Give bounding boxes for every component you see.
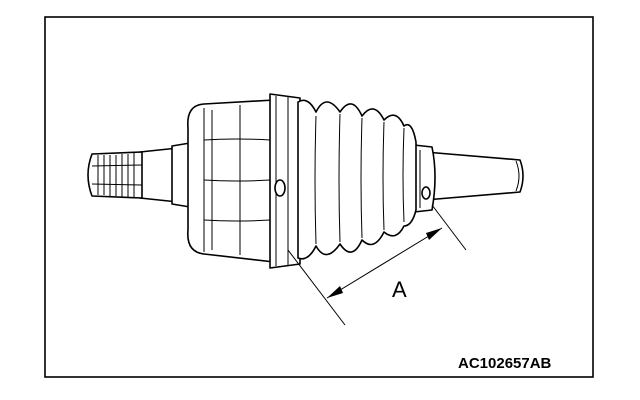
boot-band-large bbox=[269, 93, 301, 269]
dimension-a: A bbox=[287, 204, 467, 326]
dimension-label: A bbox=[392, 277, 407, 302]
diagram-frame bbox=[44, 16, 594, 378]
boot-band-small bbox=[413, 144, 436, 213]
spline-shaft bbox=[87, 147, 179, 203]
drive-shaft bbox=[424, 151, 524, 201]
joint-housing bbox=[187, 99, 275, 263]
boot-bellows bbox=[297, 99, 417, 260]
figure-code: AC102657AB bbox=[458, 355, 552, 372]
